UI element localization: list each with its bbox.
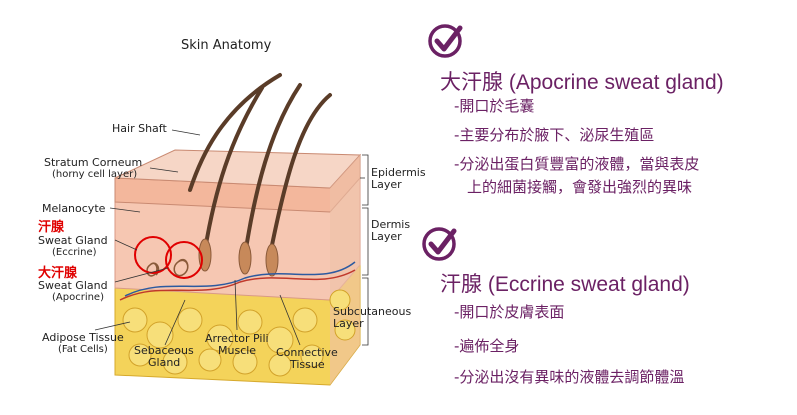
list-item: -分泌出蛋白質豐富的液體，當與表皮 (454, 155, 700, 173)
list-item: -主要分布於腋下、泌尿生殖區 (454, 126, 655, 144)
list-item: -開口於毛囊 (454, 97, 535, 115)
label-stratum-corneum-sub: (horny cell layer) (52, 169, 138, 180)
label-arrector-pili: Arrector Pili (205, 332, 269, 345)
section-heading-eccrine: 汗腺 (Eccrine sweat gland) (440, 273, 690, 296)
label-eccrine-sub: (Eccrine) (52, 247, 97, 258)
checkmark-circle-icon (422, 227, 457, 261)
label-sweat-gland-apocrine: Sweat Gland (38, 279, 108, 292)
label-melanocyte: Melanocyte (42, 202, 106, 215)
label-arrector-muscle: Muscle (218, 344, 257, 357)
label-epidermis: Epidermis (371, 166, 426, 179)
label-connective: Connective (276, 346, 338, 359)
diagram-title: Skin Anatomy (181, 38, 272, 53)
label-eccrine-chinese: 汗腺 (38, 220, 65, 235)
label-epidermis-layer: Layer (371, 178, 402, 191)
label-dermis: Dermis (371, 218, 411, 231)
label-subcutaneous: Subcutaneous (333, 305, 412, 318)
label-adipose-sub: (Fat Cells) (58, 344, 108, 355)
label-connective-tissue: Tissue (290, 358, 325, 371)
label-subcutaneous-layer: Layer (333, 317, 364, 330)
label-sebaceous-gland: Gland (148, 356, 181, 369)
list-item: -分泌出沒有異味的液體去調節體溫 (454, 368, 685, 386)
label-hair-shaft: Hair Shaft (112, 122, 167, 135)
skin-anatomy-diagram: Skin Anatomy Hair Shaft Stratum Corneum … (38, 38, 426, 386)
list-item: -開口於皮膚表面 (454, 303, 565, 321)
label-sweat-gland-eccrine: Sweat Gland (38, 234, 108, 247)
label-apocrine-sub: (Apocrine) (52, 292, 104, 303)
label-dermis-layer: Layer (371, 230, 402, 243)
label-stratum-corneum: Stratum Corneum (44, 156, 143, 169)
list-item: 上的細菌接觸，會發出強烈的異味 (467, 178, 693, 196)
label-adipose-tissue: Adipose Tissue (42, 331, 124, 344)
section-heading-apocrine: 大汗腺 (Apocrine sweat gland) (440, 71, 724, 94)
skin-cross-section-illustration (94, 73, 369, 386)
label-apocrine-chinese: 大汗腺 (38, 266, 78, 281)
checkmark-circle-icon (428, 24, 463, 58)
label-sebaceous: Sebaceous (134, 344, 194, 357)
list-item: -遍佈全身 (454, 337, 520, 355)
